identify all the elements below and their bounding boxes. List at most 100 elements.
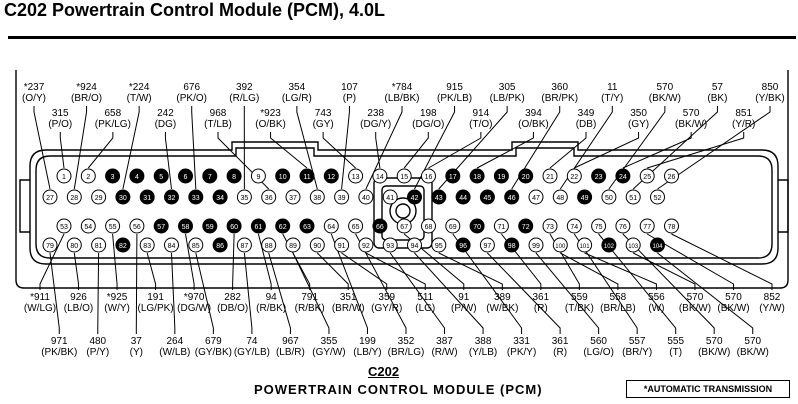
wire-label-pin-50: 570(BK/W) [649,82,681,104]
pin-47: 47 [528,189,544,205]
wire-pin-14 [375,132,381,169]
pin-50-number: 50 [605,195,613,202]
wire-label-pin-80: 926(LB/O) [64,292,93,314]
wire-color-code: (GY) [312,119,334,130]
pin-65: 65 [348,218,364,234]
wire-circuit-number: 560 [590,336,607,347]
wire-color-code: (GY/BK) [194,347,232,358]
wire-pin-39 [341,106,350,190]
pin-53-number: 53 [60,224,68,231]
wire-color-code: (R) [533,303,548,314]
pin-73-number: 73 [546,224,554,231]
pin-9-number: 9 [256,174,260,181]
wire-label-pin-81: 480(P/Y) [86,336,109,358]
pin-68-number: 68 [425,224,433,231]
pin-85-socket [188,237,204,253]
pin-32-socket [164,189,179,205]
pin-20-socket [518,168,534,184]
pin-63-socket [299,218,315,234]
wire-pin-27 [33,106,51,190]
pin-91-number: 91 [338,243,346,250]
pin-10-number: 10 [279,174,287,181]
pin-51: 51 [625,189,641,205]
pin-41-socket [382,189,398,205]
pin-48-number: 48 [556,195,564,202]
pin-45-number: 45 [484,195,492,202]
wire-circuit-number: 480 [89,336,107,347]
wire-label-pin-24: 570(BK/W) [675,108,707,130]
pin-75: 75 [591,218,607,234]
pin-19: 19 [493,168,509,184]
pin-44-socket [455,189,471,205]
pin-56-socket [129,218,145,234]
pin-73: 73 [542,218,558,234]
pin-93-number: 93 [386,243,394,250]
wire-circuit-number: 388 [474,336,492,347]
wire-circuit-number: 350 [630,108,647,119]
wire-label-pin-53: *911(W/LG) [24,292,56,314]
wire-color-code: (LG) [415,303,436,314]
pin-30-socket [115,189,131,205]
pin-44-number: 44 [459,195,467,202]
wire-circuit-number: 37 [130,336,142,347]
pin-39: 39 [334,189,350,205]
pin-27-socket [42,189,58,205]
wire-circuit-number: 570 [682,108,700,119]
pin-28-socket [66,189,82,205]
wire-label-pin-22: 350(GY) [628,108,649,130]
wire-label-pin-79: 971(PK/BK) [41,336,77,358]
wire-label-pin-77: 570(BK/W) [717,292,749,314]
wire-color-code: (R/BK) [294,303,325,314]
wire-circuit-number: 351 [339,292,357,303]
pin-102: 102 [601,237,617,253]
pin-67-number: 67 [400,224,408,231]
pin-1-number: 1 [62,174,66,181]
wire-pin-1 [59,132,65,169]
wire-pin-78 [671,233,773,290]
pin-15-number: 15 [400,174,408,181]
wire-color-code: (BK/W) [648,93,681,104]
wire-pin-46 [511,106,561,190]
wire-pin-52 [657,106,771,190]
wire-color-code: (DB/O) [217,303,249,314]
pin-18-number: 18 [473,174,481,181]
wire-color-code: (R) [553,347,568,358]
pin-56-number: 56 [133,224,141,231]
pin-78-number: 78 [668,224,676,231]
wire-circuit-number: 389 [493,292,511,303]
wire-circuit-number: 74 [246,336,258,347]
wire-pin-79 [49,252,60,334]
pin-87-number: 87 [241,243,249,250]
wire-label-pin-101: 556(W) [648,292,665,314]
wire-color-code: (Y/W) [759,303,785,314]
wire-circuit-number: 331 [513,336,530,347]
pin-95: 95 [431,237,447,253]
pin-24: 24 [615,168,631,184]
wire-circuit-number: 57 [711,82,723,93]
pin-43: 43 [431,189,447,205]
pin-34-socket [212,189,228,205]
pin-4-number: 4 [135,174,139,181]
pin-41: 41 [382,189,398,205]
wire-color-code: (BK/W) [678,303,712,314]
pin-96-socket [455,237,471,253]
pin-10: 10 [275,168,291,184]
pin-61-number: 61 [255,224,263,231]
pin-86: 86 [212,237,228,253]
pin-31-socket [139,189,155,205]
wire-pin-93 [389,252,446,334]
pin-67-socket [396,218,412,234]
pin-21-number: 21 [546,174,554,181]
pin-26: 26 [664,168,679,184]
pin-81-number: 81 [95,243,103,250]
pin-52-number: 52 [654,195,662,202]
pin-69-number: 69 [449,224,457,231]
pin-1: 1 [56,168,72,184]
wire-circuit-number: 361 [551,336,569,347]
pin-25-socket [639,168,655,184]
wire-circuit-number: 915 [446,82,463,93]
pin-69-socket [445,218,461,234]
pin-40-socket [358,189,374,205]
pin-102-socket [601,237,617,253]
pin-47-number: 47 [532,195,540,202]
